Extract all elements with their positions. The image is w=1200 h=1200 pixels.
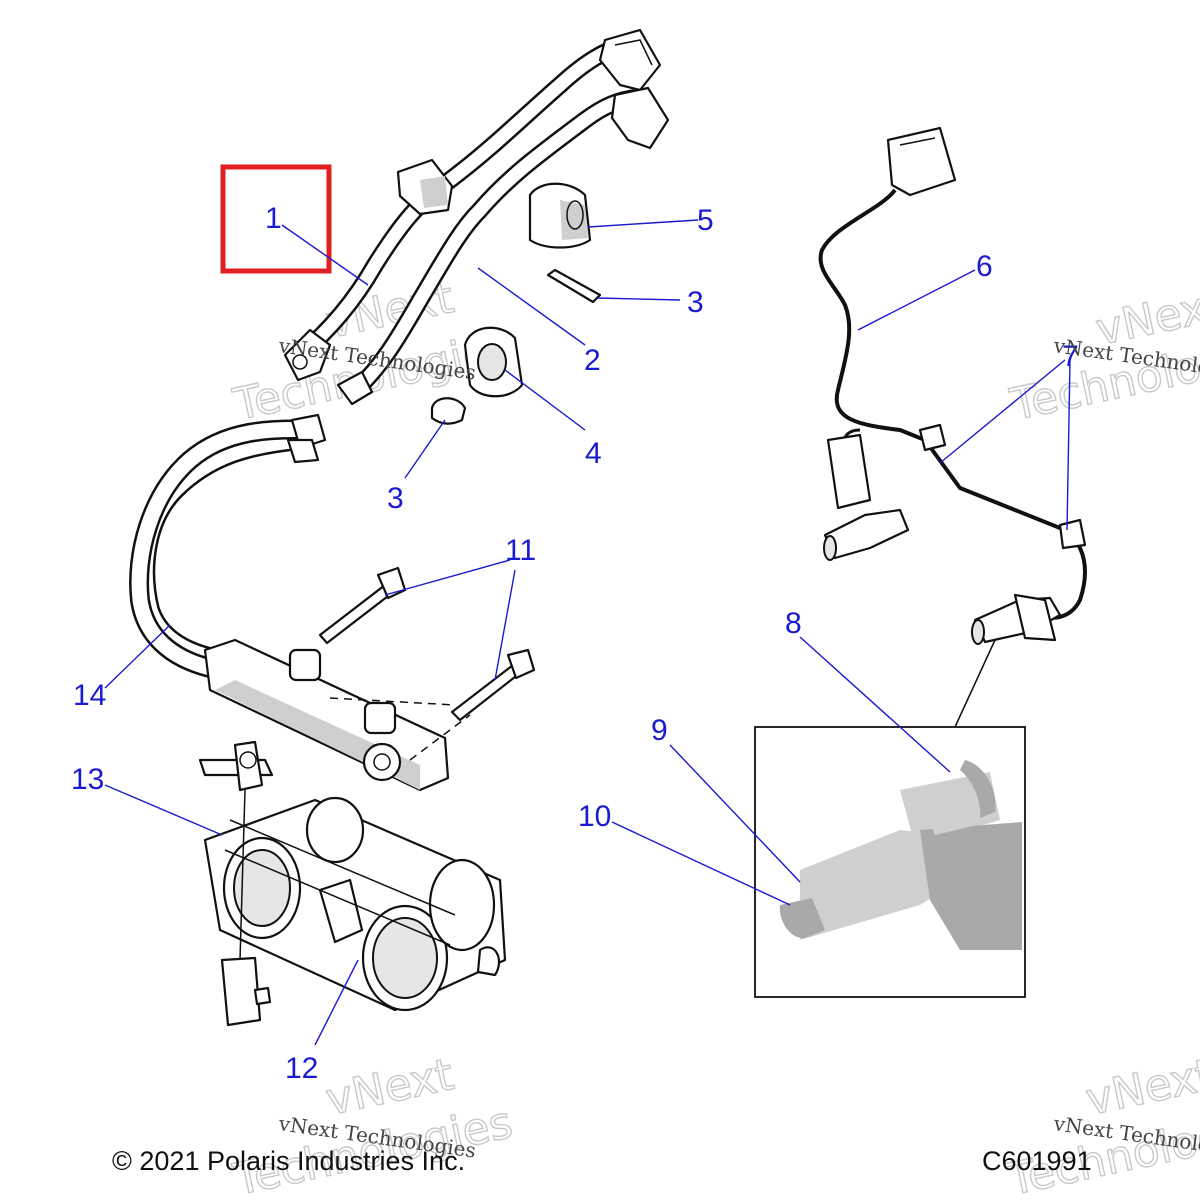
- fuel-injector-lower-harness-connector: [971, 593, 1062, 645]
- callout-3-upper: 3: [687, 286, 704, 319]
- callout-9: 9: [651, 714, 668, 747]
- watermark-bottom-left: vNext Technologies: [228, 1048, 517, 1200]
- bolt-part-11-upper: [318, 566, 407, 645]
- callout-4: 4: [585, 437, 602, 470]
- callout-5: 5: [697, 204, 714, 237]
- callout-11: 11: [505, 534, 536, 567]
- callout-12: 12: [285, 1052, 318, 1085]
- clip-part-3-upper: [546, 268, 602, 304]
- fuel-hose-part-1: [283, 28, 662, 382]
- copyright-text: © 2021 Polaris Industries Inc.: [112, 1146, 465, 1176]
- callout-7: 7: [1062, 340, 1079, 373]
- callout-8: 8: [785, 607, 802, 640]
- callout-3-lower: 3: [387, 482, 404, 515]
- highlight-box-part-1: [220, 164, 332, 274]
- wiring-harness-part-6: [818, 126, 1087, 620]
- fuel-injector-upper-harness-connector: [823, 433, 910, 561]
- callout-14: 14: [73, 679, 106, 712]
- callout-labels: 1 2 3 3 4 5 6 7 8 9 10 11 12 13 14: [71, 202, 1079, 1085]
- diagram-code: C601991: [982, 1146, 1092, 1176]
- injector-detail-inset: [754, 639, 1026, 998]
- bolt-part-11-lower: [450, 648, 536, 722]
- fuel-rail-assembly: [203, 638, 471, 792]
- callout-2: 2: [584, 344, 601, 377]
- callout-6: 6: [976, 250, 993, 283]
- clamp-part-4: [463, 326, 524, 398]
- throttle-body-assembly: [203, 796, 507, 1012]
- clip-part-3-lower: [430, 397, 467, 425]
- fuel-hose-part-2: [336, 86, 670, 406]
- callout-13: 13: [71, 763, 104, 796]
- sensor-part-13: [198, 740, 274, 1027]
- svg-text:vNext: vNext: [1082, 1049, 1200, 1126]
- callout-10: 10: [578, 800, 611, 833]
- callout-1: 1: [265, 202, 282, 235]
- fuel-rail-hoses-part-14: [129, 413, 327, 678]
- leader-lines: [104, 219, 1071, 1046]
- grommet-part-5: [528, 182, 592, 249]
